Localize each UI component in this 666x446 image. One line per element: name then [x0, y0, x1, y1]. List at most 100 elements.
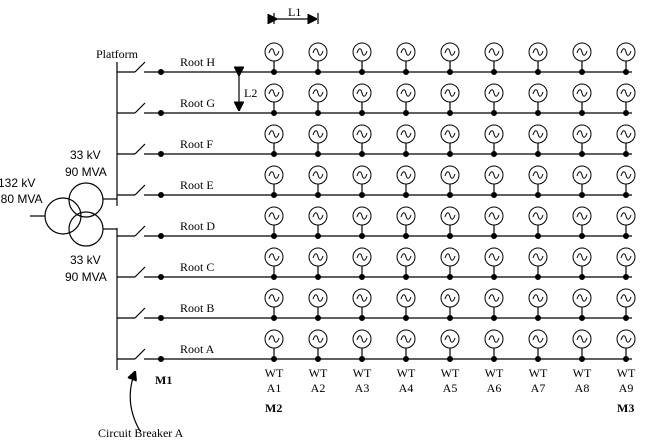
wind-turbine-generator[interactable] [308, 83, 328, 116]
circuit-breaker-switch[interactable] [134, 307, 146, 319]
wind-turbine-generator[interactable] [308, 329, 328, 362]
wind-turbine-generator[interactable] [572, 124, 592, 157]
wind-turbine-generator[interactable] [396, 165, 416, 198]
circuit-breaker-switch[interactable] [134, 266, 146, 278]
wind-turbine-generator[interactable] [396, 83, 416, 116]
wind-turbine-generator[interactable] [528, 165, 548, 198]
wind-turbine-generator[interactable] [616, 42, 636, 75]
wind-turbine-generator[interactable] [308, 288, 328, 321]
wind-turbine-generator[interactable] [440, 288, 460, 321]
wind-turbine-generator[interactable] [264, 288, 284, 321]
circuit-breaker-switch[interactable] [134, 143, 146, 155]
wind-turbine-generator[interactable] [308, 42, 328, 75]
sine-wave-icon [356, 335, 368, 343]
sine-wave-icon [576, 130, 588, 138]
wind-turbine-generator[interactable] [572, 329, 592, 362]
wind-turbine-generator[interactable] [572, 165, 592, 198]
sine-wave-icon [444, 335, 456, 343]
wind-turbine-generator[interactable] [396, 42, 416, 75]
wind-turbine-generator[interactable] [484, 288, 504, 321]
wind-turbine-generator[interactable] [396, 247, 416, 280]
wind-turbine-generator[interactable] [528, 83, 548, 116]
wind-turbine-generator[interactable] [308, 124, 328, 157]
wind-turbine-generator[interactable] [396, 206, 416, 239]
turbine-node [271, 110, 277, 116]
wind-turbine-generator[interactable] [572, 83, 592, 116]
wind-turbine-generator[interactable] [484, 124, 504, 157]
wind-turbine-generator[interactable] [616, 206, 636, 239]
turbine-node [491, 356, 497, 362]
turbine-node [491, 274, 497, 280]
wind-turbine-generator[interactable] [572, 42, 592, 75]
wind-turbine-generator[interactable] [264, 206, 284, 239]
wind-turbine-generator[interactable] [440, 124, 460, 157]
wind-turbine-generator[interactable] [352, 124, 372, 157]
wind-turbine-generator[interactable] [396, 288, 416, 321]
wind-turbine-generator[interactable] [396, 124, 416, 157]
circuit-breaker-switch[interactable] [134, 348, 146, 360]
wind-turbine-generator[interactable] [484, 83, 504, 116]
wind-turbine-generator[interactable] [352, 247, 372, 280]
wind-turbine-generator[interactable] [264, 165, 284, 198]
wind-turbine-generator[interactable] [440, 165, 460, 198]
feeder-root-a: Root A [117, 329, 636, 362]
feeder-root-e: Root E [117, 165, 636, 198]
wind-turbine-generator[interactable] [572, 247, 592, 280]
root-label: Root F [180, 137, 213, 151]
wind-turbine-generator[interactable] [264, 247, 284, 280]
wind-turbine-generator[interactable] [308, 247, 328, 280]
wind-turbine-generator[interactable] [572, 206, 592, 239]
wind-turbine-generator[interactable] [616, 288, 636, 321]
wind-turbine-generator[interactable] [616, 165, 636, 198]
wind-turbine-generator[interactable] [440, 42, 460, 75]
wind-turbine-generator[interactable] [528, 329, 548, 362]
wind-turbine-generator[interactable] [264, 329, 284, 362]
wind-turbine-generator[interactable] [352, 42, 372, 75]
wind-turbine-generator[interactable] [528, 288, 548, 321]
wind-turbine-generator[interactable] [396, 329, 416, 362]
wind-turbine-generator[interactable] [352, 83, 372, 116]
wind-turbine-generator[interactable] [484, 247, 504, 280]
wind-turbine-generator[interactable] [528, 247, 548, 280]
sine-wave-icon [532, 89, 544, 97]
wind-turbine-generator[interactable] [528, 206, 548, 239]
wind-turbine-generator[interactable] [352, 206, 372, 239]
wind-turbine-generator[interactable] [528, 124, 548, 157]
wind-turbine-generator[interactable] [352, 288, 372, 321]
wind-turbine-generator[interactable] [264, 124, 284, 157]
wind-turbine-generator[interactable] [440, 206, 460, 239]
wind-turbine-generator[interactable] [264, 42, 284, 75]
wind-turbine-generator[interactable] [440, 247, 460, 280]
turbine-node [535, 110, 541, 116]
turbine-type-label: WT [529, 366, 548, 380]
wind-turbine-generator[interactable] [572, 288, 592, 321]
wind-turbine-generator[interactable] [616, 124, 636, 157]
wind-turbine-generator[interactable] [616, 329, 636, 362]
wind-turbine-generator[interactable] [264, 83, 284, 116]
wind-turbine-generator[interactable] [484, 329, 504, 362]
wind-turbine-generator[interactable] [616, 247, 636, 280]
circuit-breaker-switch[interactable] [134, 61, 146, 73]
wind-turbine-generator[interactable] [484, 206, 504, 239]
turbine-id-label: A1 [267, 381, 282, 395]
circuit-breaker-switch[interactable] [134, 184, 146, 196]
sine-wave-icon [268, 212, 280, 220]
turbine-type-label: WT [485, 366, 504, 380]
wind-turbine-generator[interactable] [308, 206, 328, 239]
sine-wave-icon [444, 171, 456, 179]
wind-turbine-generator[interactable] [440, 329, 460, 362]
wind-turbine-generator[interactable] [484, 165, 504, 198]
turbine-type-label: WT [353, 366, 372, 380]
wind-turbine-generator[interactable] [308, 165, 328, 198]
turbine-node [491, 192, 497, 198]
wind-turbine-generator[interactable] [352, 165, 372, 198]
sine-wave-icon [532, 253, 544, 261]
wind-turbine-generator[interactable] [440, 83, 460, 116]
wind-turbine-generator[interactable] [484, 42, 504, 75]
wind-turbine-generator[interactable] [528, 42, 548, 75]
wind-turbine-generator[interactable] [352, 329, 372, 362]
turbine-type-label: WT [397, 366, 416, 380]
wind-turbine-generator[interactable] [616, 83, 636, 116]
circuit-breaker-switch[interactable] [134, 102, 146, 114]
circuit-breaker-switch[interactable] [134, 225, 146, 237]
